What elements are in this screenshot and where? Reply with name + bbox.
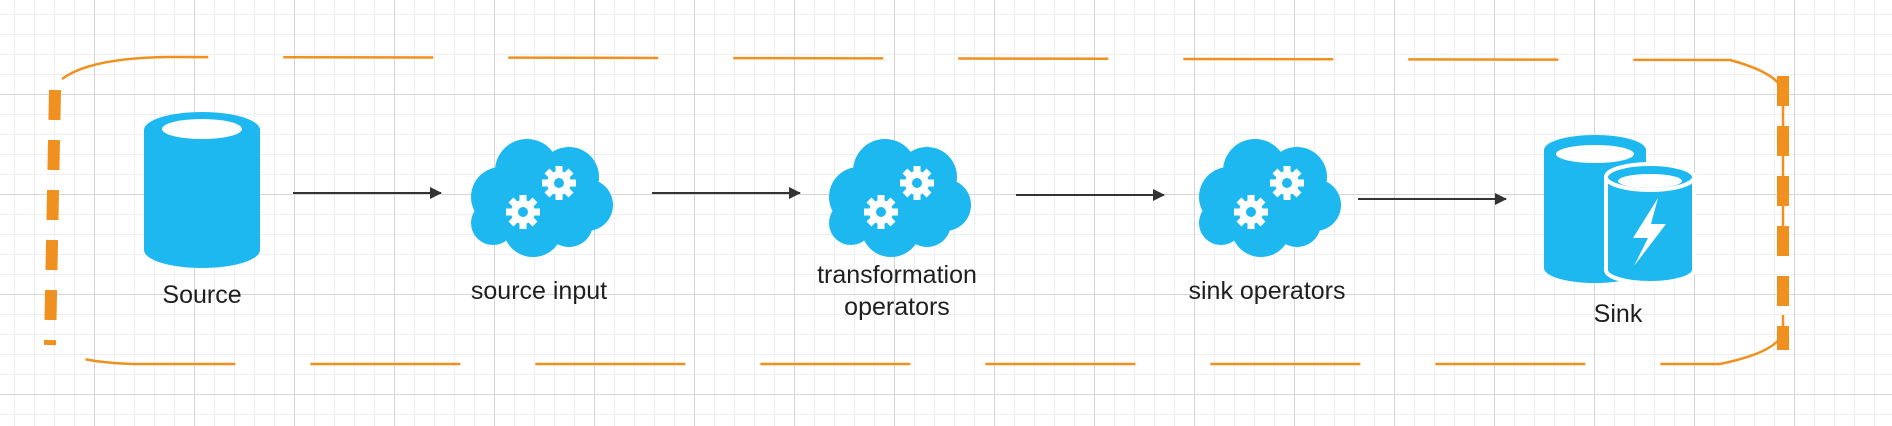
lightning-icon <box>1633 198 1666 266</box>
database-icon <box>144 112 260 268</box>
node-label-sink-operators: sink operators <box>1188 277 1346 305</box>
cloud-gears-icon <box>471 139 613 257</box>
boundary-box <box>44 55 1789 366</box>
cloud-gears-icon <box>829 139 971 257</box>
node-label-sink: Sink <box>1593 300 1643 328</box>
database-lightning-icon <box>1544 135 1696 285</box>
cloud-gears-icon <box>1199 139 1341 257</box>
node-label-transformation-operators: transformation operators <box>817 259 977 323</box>
edges <box>293 187 1507 205</box>
node-label-line: operators <box>844 293 950 321</box>
node-label-line: transformation <box>817 261 977 289</box>
node-label-source: Source <box>162 281 242 309</box>
node-label-source-input: source input <box>470 277 608 305</box>
